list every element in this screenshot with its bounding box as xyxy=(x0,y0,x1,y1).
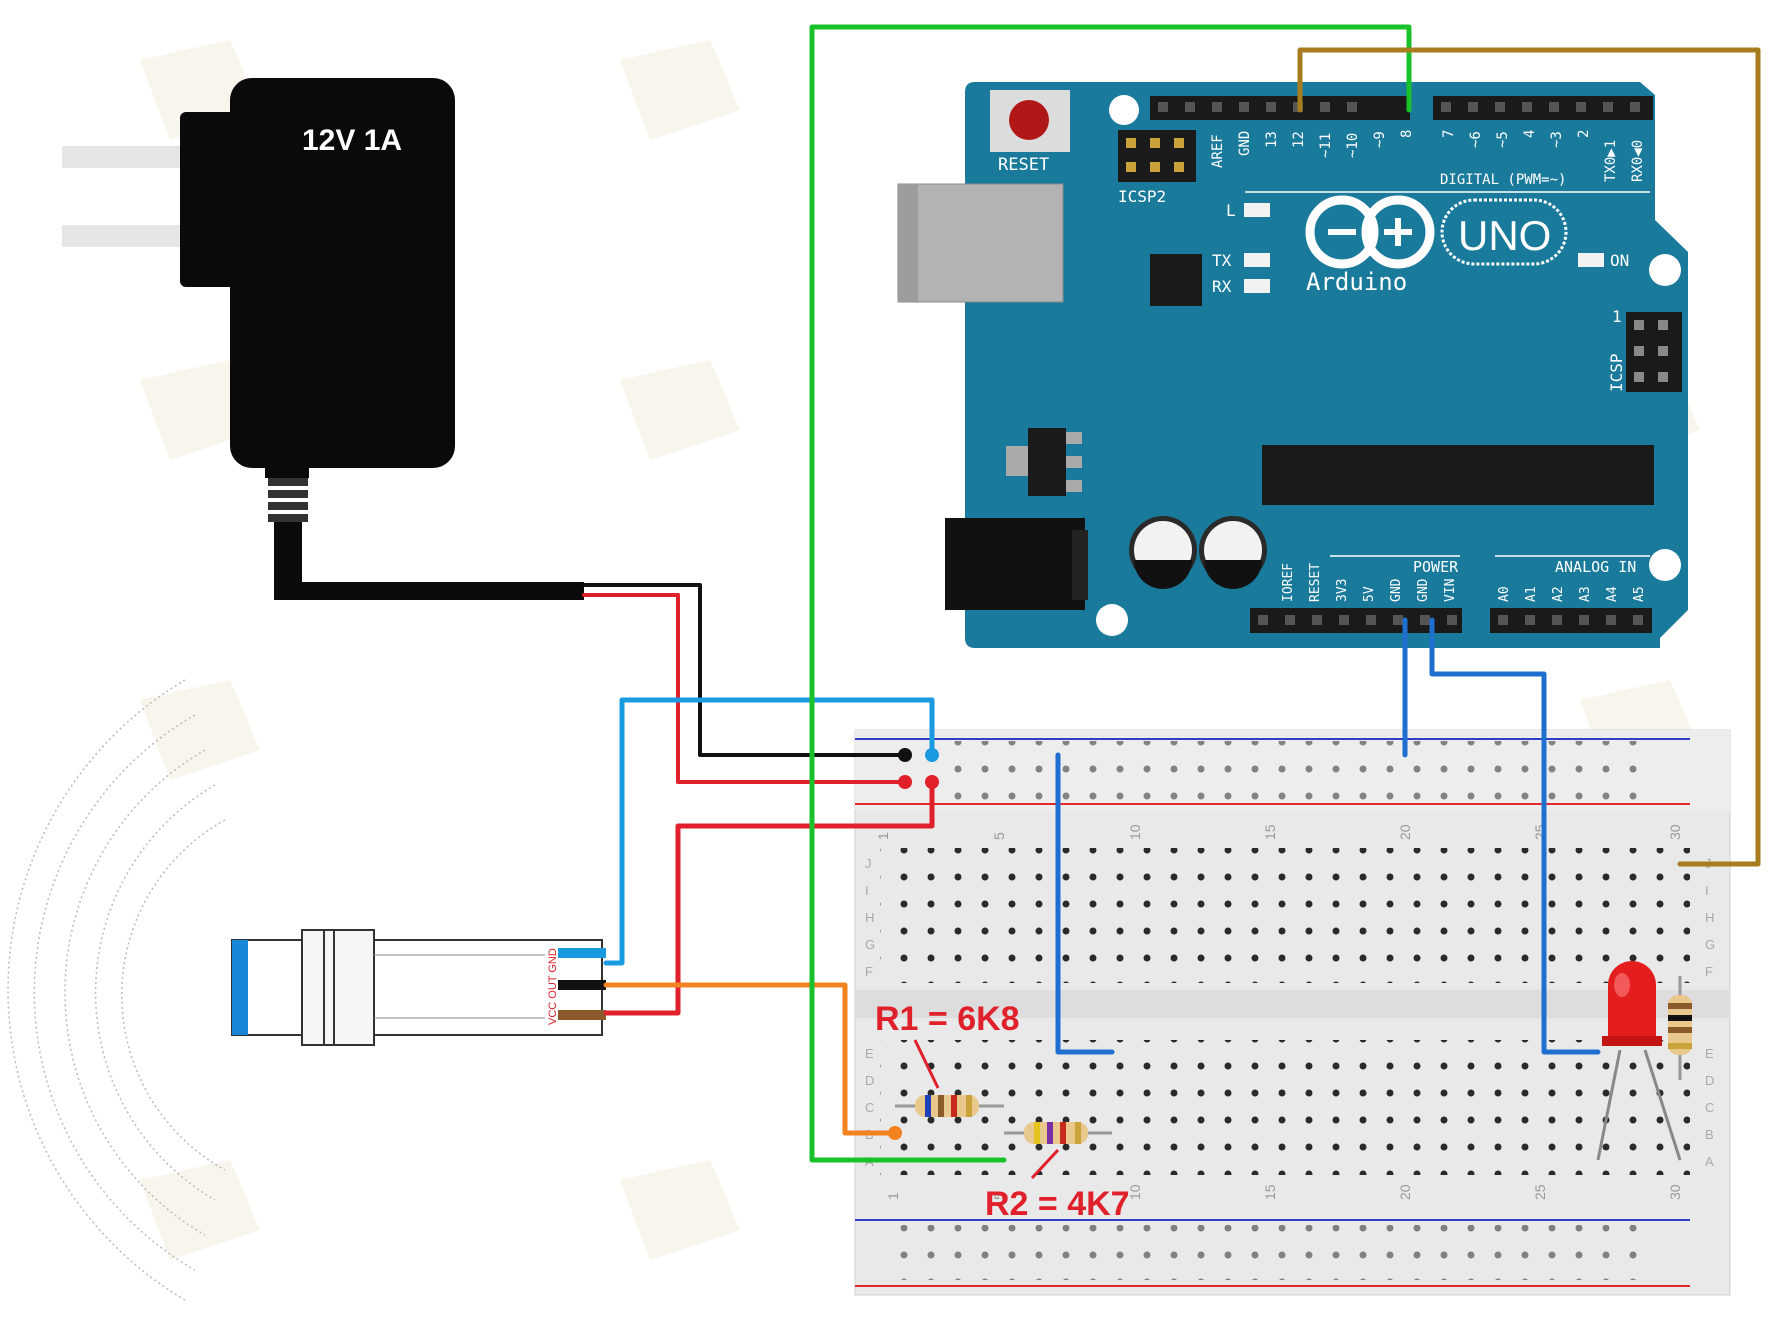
reset-button-label: RESET xyxy=(998,155,1049,175)
power-header-label: POWER xyxy=(1413,558,1459,576)
column-number-top-30: 30 xyxy=(1667,824,1683,840)
led-on-label: ON xyxy=(1610,251,1629,270)
resistor-r2 xyxy=(1004,1122,1112,1144)
analog-pin-a4: A4 xyxy=(1605,586,1620,602)
row-letter-c-left: C xyxy=(865,1100,874,1115)
arduino-uno-board: RESET ICSP2 AREF GND 13 12 ~11 ~10 ~9 8 … xyxy=(897,82,1688,648)
wire-adapter-positive xyxy=(582,593,907,784)
row-letter-g-left: G xyxy=(865,937,875,952)
row-letter-h-left: H xyxy=(865,910,874,925)
row-letter-d-right: D xyxy=(1705,1073,1714,1088)
row-letter-j-left: J xyxy=(865,856,872,871)
pin-label-4: 4 xyxy=(1522,130,1538,138)
digital-header-label: DIGITAL (PWM=~) xyxy=(1440,172,1566,188)
row-letter-h-right: H xyxy=(1705,910,1714,925)
row-letter-i-right: I xyxy=(1705,883,1709,898)
resistor-r1 xyxy=(895,1095,1004,1117)
column-number-top-1: 1 xyxy=(875,832,891,840)
power-pin-gnd-2: GND xyxy=(1416,578,1431,602)
led-l-label: L xyxy=(1226,201,1236,220)
pin-label-9: ~9 xyxy=(1372,131,1388,148)
icsp2-label: ICSP2 xyxy=(1118,187,1166,206)
pin-label-7: 7 xyxy=(1441,130,1457,138)
row-letter-c-right: C xyxy=(1705,1100,1714,1115)
row-letter-a-right: A xyxy=(1705,1154,1714,1169)
sensor-waves xyxy=(7,679,226,1301)
column-number-bottom-30: 30 xyxy=(1667,1184,1683,1200)
power-pin-gnd-1: GND xyxy=(1389,578,1404,602)
wire-adapter-negative xyxy=(582,583,907,757)
row-letter-d-left: D xyxy=(865,1073,874,1088)
wire-sensor-gnd xyxy=(603,697,935,966)
resistor-led xyxy=(1668,976,1692,1080)
power-adapter: 12V 1A xyxy=(62,78,584,600)
red-led xyxy=(1596,961,1682,1161)
column-number-bottom-20: 20 xyxy=(1397,1184,1413,1200)
row-letter-b-right: B xyxy=(1705,1127,1714,1142)
power-pin-5v: 5V xyxy=(1362,586,1377,602)
row-letter-e-right: E xyxy=(1705,1046,1714,1061)
power-pin-vin: VIN xyxy=(1443,579,1458,602)
column-number-bottom-25: 25 xyxy=(1532,1184,1548,1200)
icsp-pin1-label: 1 xyxy=(1612,307,1622,326)
column-number-bottom-5: 5 xyxy=(991,1192,1007,1200)
analog-pin-a2: A2 xyxy=(1551,586,1566,602)
row-letter-f-left: F xyxy=(865,964,873,979)
wire-rail-jumper xyxy=(1055,752,1115,1055)
wire-sensor-out xyxy=(603,982,898,1136)
row-letter-g-right: G xyxy=(1705,937,1715,952)
column-number-top-10: 10 xyxy=(1127,824,1143,840)
column-number-top-20: 20 xyxy=(1397,824,1413,840)
column-number-top-15: 15 xyxy=(1262,824,1278,840)
wire-arduino-pin12 xyxy=(1297,47,1761,867)
wire-arduino-pin8 xyxy=(809,24,1412,1163)
pin-label-3: ~3 xyxy=(1549,131,1565,148)
pin-label-13: 13 xyxy=(1264,131,1280,148)
adapter-rating: 12V 1A xyxy=(302,124,402,157)
pin-label-tx: TX0▶1 xyxy=(1603,140,1619,182)
r2-label: R2 = 4K7 xyxy=(985,1185,1130,1223)
led-rx-label: RX xyxy=(1212,277,1232,296)
pin-label-8: 8 xyxy=(1399,130,1415,138)
wire-sensor-vcc xyxy=(603,779,935,1016)
power-pin-ioref: IOREF xyxy=(1281,563,1296,602)
power-pin-reset: RESET xyxy=(1308,563,1323,602)
pin-label-5: ~5 xyxy=(1495,131,1511,148)
power-pin-3v3: 3V3 xyxy=(1335,579,1350,602)
pin-label-rx: RX0◀0 xyxy=(1630,140,1646,182)
breadboard: 1 5 10 15 20 25 30 1 5 10 15 20 25 30 J … xyxy=(854,729,1731,1296)
pin-label-11: ~11 xyxy=(1318,133,1334,158)
analog-pin-a1: A1 xyxy=(1524,586,1539,602)
column-number-top-5: 5 xyxy=(991,832,1007,840)
pin-label-12: 12 xyxy=(1291,131,1307,148)
row-letter-i-left: I xyxy=(865,883,869,898)
wire-arduino-gnd-to-led xyxy=(1429,617,1601,1055)
column-number-bottom-1: 1 xyxy=(885,1192,901,1200)
pin-label-6: ~6 xyxy=(1468,131,1484,148)
board-model-label: UNO xyxy=(1458,212,1551,259)
sensor-pin-labels: VCC OUT GND xyxy=(547,948,559,1025)
board-brand-label: Arduino xyxy=(1306,268,1407,296)
row-letter-f-right: F xyxy=(1705,964,1713,979)
analog-pin-a5: A5 xyxy=(1632,586,1647,602)
pin-label-10: ~10 xyxy=(1345,133,1361,158)
analog-pin-a0: A0 xyxy=(1497,586,1512,602)
pin-label-aref: AREF xyxy=(1210,134,1226,168)
wires xyxy=(582,24,1761,1163)
ultrasonic-sensor: VCC OUT GND xyxy=(231,929,606,1046)
led-tx-label: TX xyxy=(1212,251,1232,270)
pin-label-gnd: GND xyxy=(1237,131,1253,156)
icsp-label: ICSP xyxy=(1607,353,1626,392)
column-number-bottom-10: 10 xyxy=(1127,1184,1143,1200)
r1-label: R1 = 6K8 xyxy=(875,1000,1020,1038)
component-labels: R1 = 6K8 R2 = 4K7 xyxy=(875,1000,1130,1223)
analog-pin-a3: A3 xyxy=(1578,586,1593,602)
pin-label-2: 2 xyxy=(1576,130,1592,138)
analog-header-label: ANALOG IN xyxy=(1555,558,1636,576)
column-number-bottom-15: 15 xyxy=(1262,1184,1278,1200)
arduino-logo xyxy=(1305,195,1568,269)
row-letter-e-left: E xyxy=(865,1046,874,1061)
